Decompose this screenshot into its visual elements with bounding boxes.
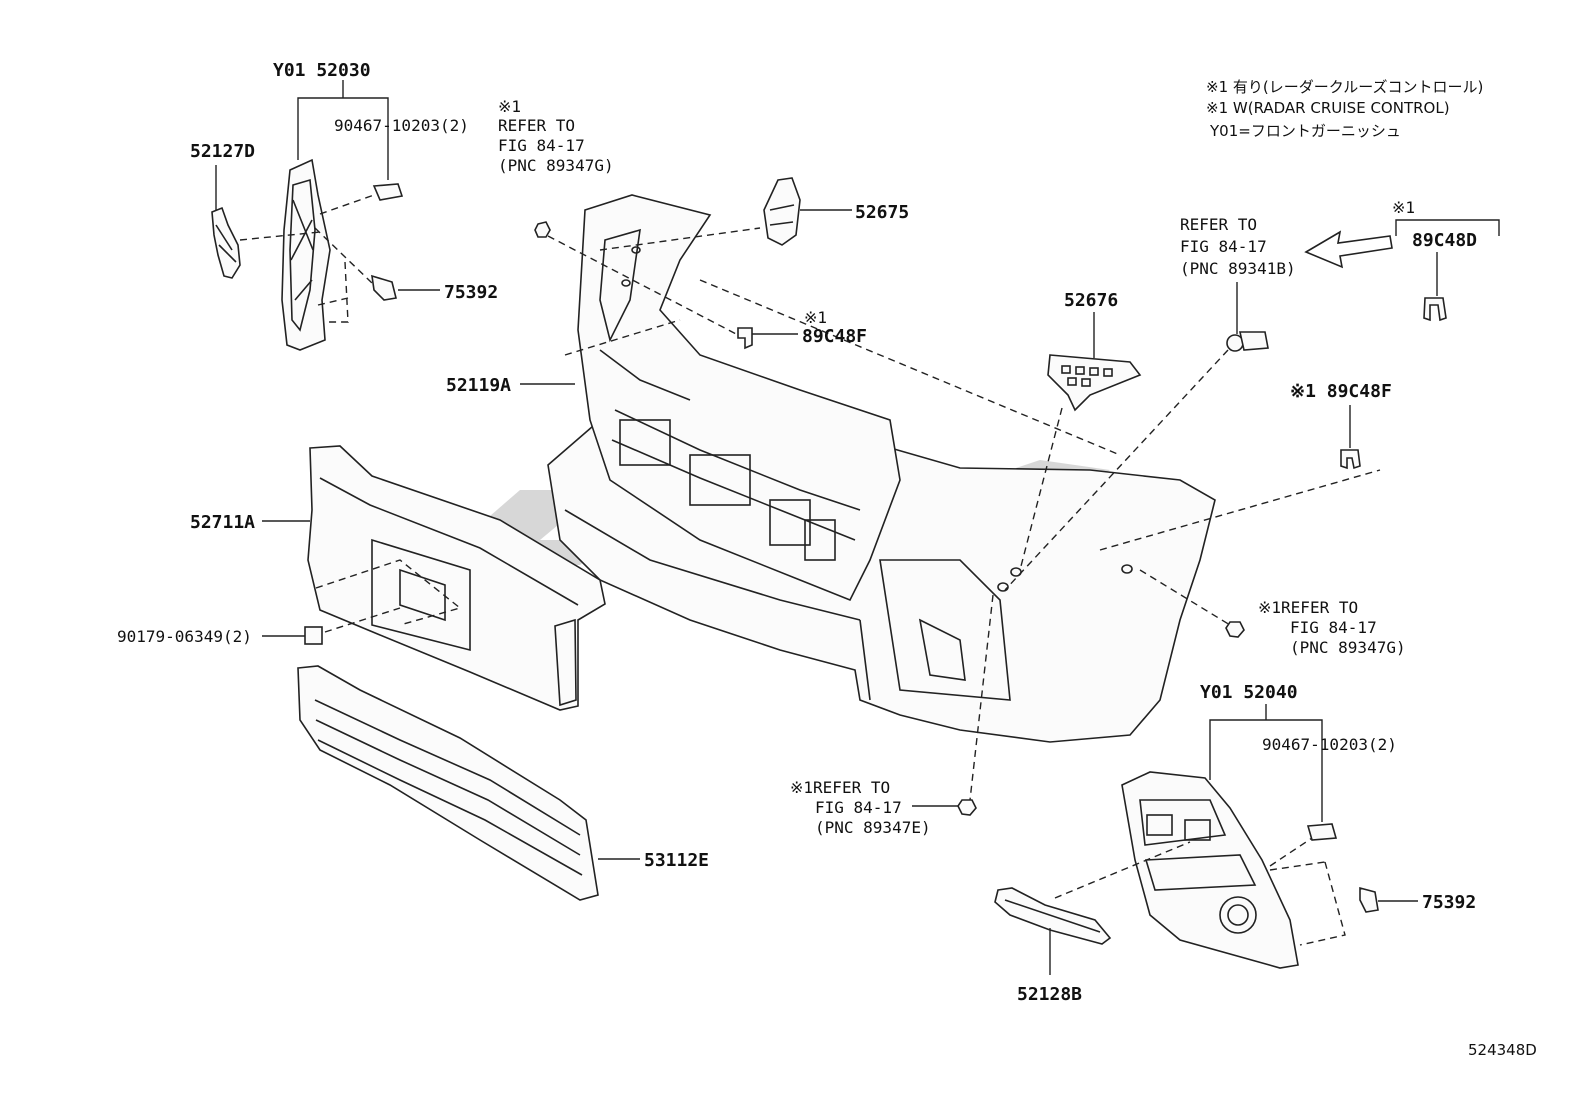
- label-52128b: 52128B: [1017, 984, 1082, 1005]
- label-ref1-line3: (PNC 89347G): [498, 156, 614, 175]
- label-ref2-line3: (PNC 89347E): [815, 818, 931, 837]
- label-ref2-line2: FIG 84-17: [815, 798, 902, 817]
- label-75392-top: 75392: [444, 282, 498, 303]
- garnish-52040: [1121, 771, 1299, 969]
- trim-52128b: [994, 887, 1112, 945]
- note-line-3: Y01=フロントガーニッシュ: [1209, 122, 1401, 140]
- radar-sensor-89341b: [1226, 331, 1269, 352]
- clip-75392-right: [1359, 886, 1379, 913]
- nut-89347g-right: [1225, 621, 1245, 638]
- bumper-reinforcement-52119a: [577, 194, 901, 602]
- label-90179: 90179-06349(2): [117, 627, 252, 646]
- label-ref1-mark: ※1: [498, 97, 521, 116]
- label-53112e: 53112E: [644, 850, 709, 871]
- grille-upper-52711a: [307, 445, 606, 711]
- label-ref2-line1: ※1REFER TO: [790, 778, 890, 797]
- label-89c48d-mark: ※1: [1392, 198, 1415, 217]
- garnish-52030: [281, 158, 331, 351]
- part-52127d: [211, 206, 241, 279]
- label-ref1-line1: REFER TO: [498, 116, 575, 135]
- label-89c48f-right: ※1 89C48F: [1290, 381, 1392, 402]
- label-ref1-line2: FIG 84-17: [498, 136, 585, 155]
- nut-90179-06349: [304, 626, 323, 645]
- label-ref3-line2: FIG 84-17: [1180, 237, 1267, 256]
- clip-89c48d: [1423, 297, 1447, 322]
- bracket-52676: [1047, 354, 1142, 412]
- label-52119a: 52119A: [446, 375, 511, 396]
- nut-89347e: [957, 799, 977, 816]
- label-ref3-line1: REFER TO: [1180, 215, 1257, 234]
- label-ref3-line3: (PNC 89341B): [1180, 259, 1296, 278]
- clip-90467-right: [1306, 823, 1338, 841]
- clip-75392-top: [371, 274, 397, 301]
- note-line-2: ※1 W(RADAR CRUISE CONTROL): [1206, 99, 1450, 117]
- label-90467-top: 90467-10203(2): [334, 116, 469, 135]
- label-89c48f-center: 89C48F: [802, 326, 867, 347]
- nut-89347g-top: [534, 221, 551, 238]
- label-ref4-line3: (PNC 89347G): [1290, 638, 1406, 657]
- notes-block: ※1 有り(レーダークルーズコントロール) ※1 W(RADAR CRUISE …: [1206, 78, 1483, 140]
- label-52127d: 52127D: [190, 141, 255, 162]
- note-line-1: ※1 有り(レーダークルーズコントロール): [1206, 78, 1483, 96]
- label-52711a: 52711A: [190, 512, 255, 533]
- clip-89c48f-right: [1340, 449, 1361, 470]
- label-y01-52030: Y01 52030: [273, 60, 371, 81]
- label-52676: 52676: [1064, 290, 1118, 311]
- label-52675: 52675: [855, 202, 909, 223]
- diagram-id: 524348D: [1468, 1041, 1537, 1059]
- clip-90467-top: [372, 183, 404, 201]
- label-75392-right: 75392: [1422, 892, 1476, 913]
- label-y01-52040: Y01 52040: [1200, 682, 1298, 703]
- label-ref4-line2: FIG 84-17: [1290, 618, 1377, 637]
- label-89c48d: 89C48D: [1412, 230, 1477, 251]
- callout-labels: Y01 52030 90467-10203(2) 52127D 75392 ※1…: [117, 60, 1477, 1005]
- grille-lower-53112e: [297, 665, 599, 901]
- clip-89c48f-center: [737, 327, 753, 350]
- label-89c48f-mark: ※1: [804, 308, 827, 327]
- label-ref4-line1: ※1REFER TO: [1258, 598, 1358, 617]
- bracket-52675: [763, 177, 801, 246]
- label-90467-right: 90467-10203(2): [1262, 735, 1397, 754]
